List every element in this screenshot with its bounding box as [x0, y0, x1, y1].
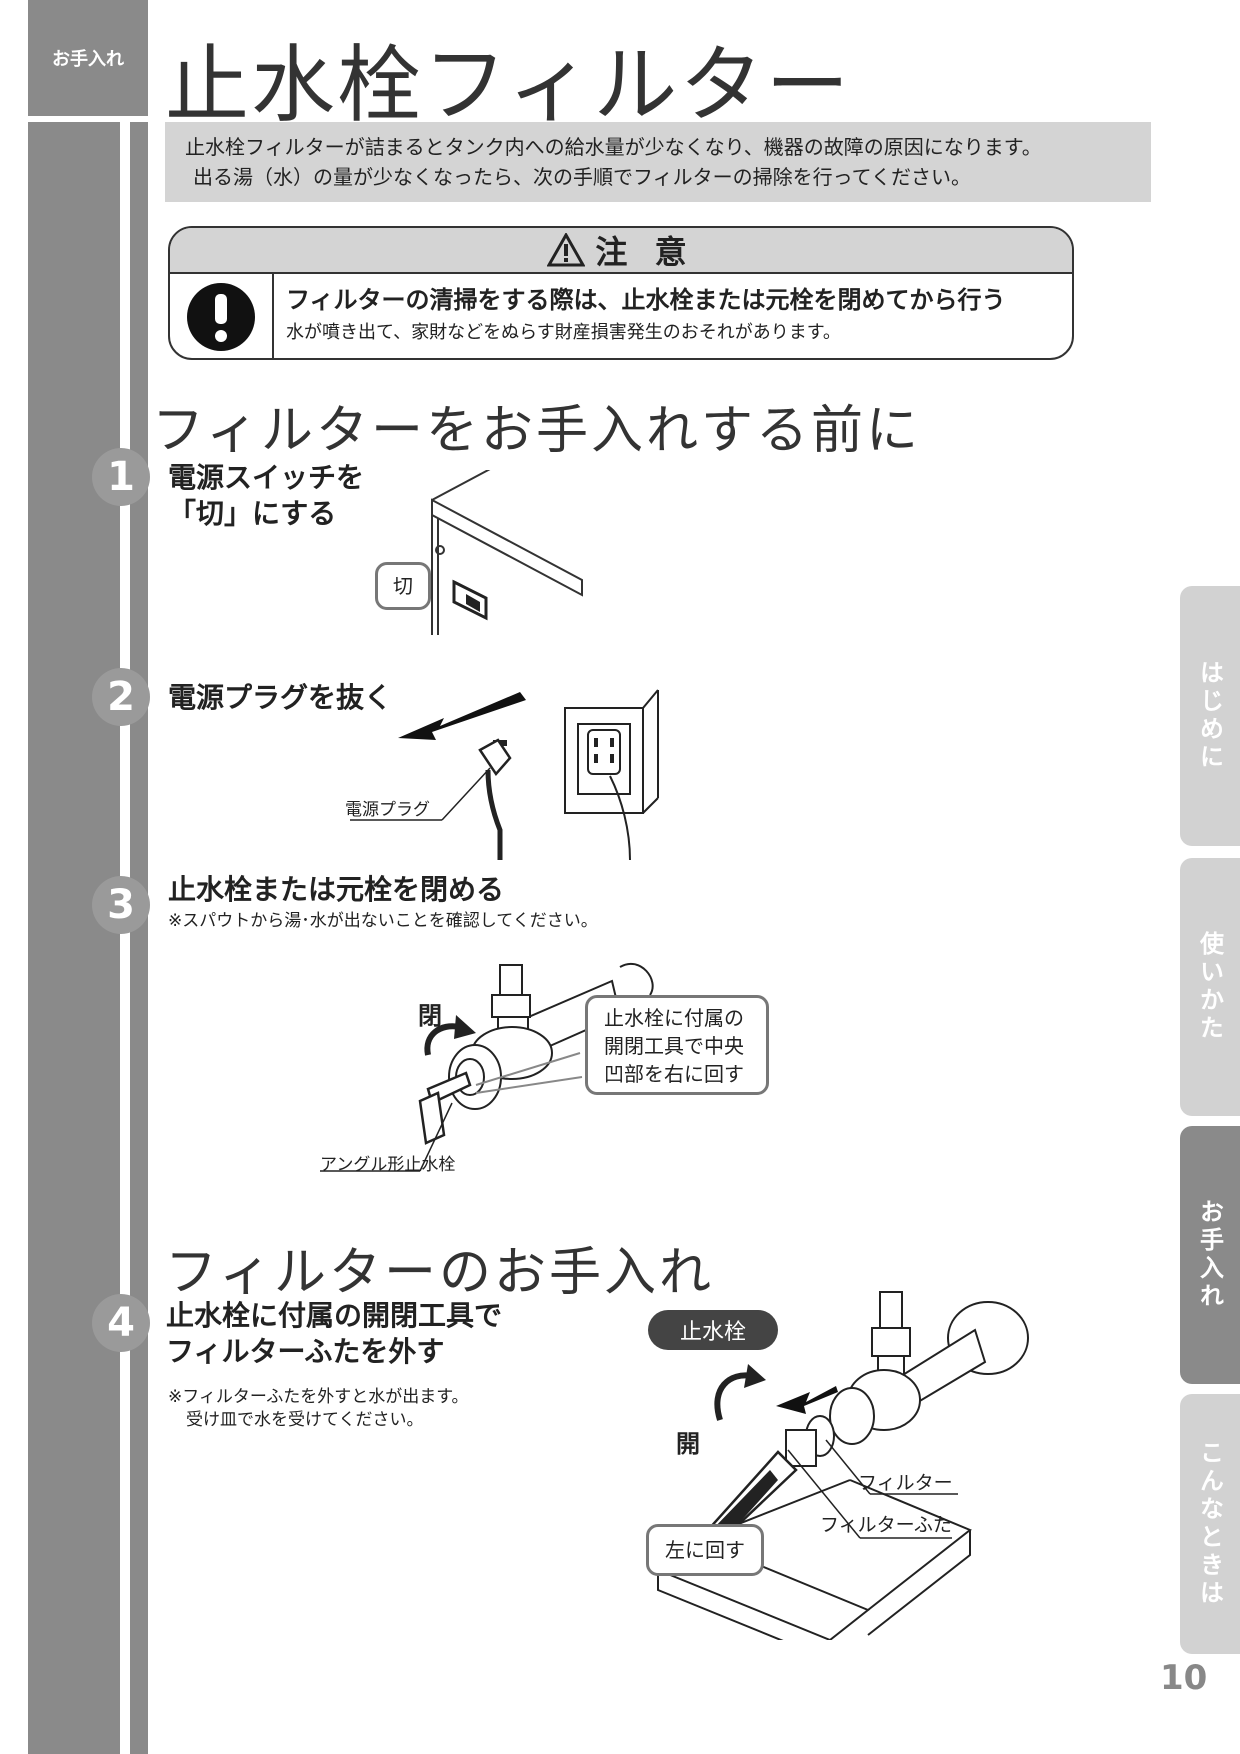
page-title: 止水栓フィルター: [165, 36, 852, 134]
tab-maintenance-label: お手入れ: [1195, 1199, 1224, 1311]
tab-introduction[interactable]: はじめに: [1180, 586, 1240, 846]
open-label: 開: [676, 1430, 700, 1458]
section-title-before: フィルターをお手入れする前に: [152, 401, 921, 461]
caution-heading: 注 意: [595, 233, 695, 271]
step-4-text: 止水栓に付属の開閉工具で フィルターふたを外す: [166, 1298, 502, 1370]
valve-callout-line-2: 開閉工具で中央: [604, 1034, 744, 1058]
step-3-text: 止水栓または元栓を閉める: [168, 873, 505, 906]
filter-cap-label: フィルターふた: [820, 1514, 952, 1536]
intro-box: 止水栓フィルターが詰まるとタンク内への給水量が少なくなり、機器の故障の原因になり…: [165, 122, 1151, 202]
exclamation-icon: [187, 283, 255, 351]
valve-callout-line-3: 凹部を右に回す: [604, 1062, 744, 1086]
intro-line-2: 出る湯（水）の量が少なくなったら、次の手順でフィルターの掃除を行ってください。: [193, 165, 971, 189]
turn-left-callout: 左に回す: [646, 1524, 764, 1576]
step-3-number: 3: [92, 876, 150, 934]
valve-badge: 止水栓: [648, 1310, 778, 1350]
tab-maintenance[interactable]: お手入れ: [1180, 1126, 1240, 1384]
caution-header: 注 意: [170, 228, 1072, 274]
step-1-number: 1: [92, 448, 150, 506]
tab-introduction-label: はじめに: [1195, 660, 1224, 772]
step-4-number: 4: [92, 1294, 150, 1352]
section-label: お手入れ: [28, 0, 148, 116]
section-title-care: フィルターのお手入れ: [165, 1243, 714, 1303]
tab-usage-label: 使いかた: [1195, 931, 1224, 1043]
tab-usage[interactable]: 使いかた: [1180, 858, 1240, 1116]
power-plug-label: 電源プラグ: [345, 800, 430, 820]
step-4-line-2: フィルターふたを外す: [166, 1335, 445, 1368]
caution-box: 注 意 フィルターの清掃をする際は、止水栓または元栓を閉めてから行う 水が噴き出…: [168, 226, 1074, 360]
caution-icon-cell: [170, 274, 274, 358]
angle-valve-label: アングル形止水栓: [320, 1155, 456, 1175]
page-number: 10: [1160, 1658, 1208, 1698]
power-switch-illustration: [431, 470, 583, 635]
power-plug-illustration: [350, 689, 659, 860]
warning-triangle-icon: [547, 233, 586, 267]
intro-line-1: 止水栓フィルターが詰まるとタンク内への給水量が少なくなり、機器の故障の原因になり…: [185, 135, 1042, 159]
caution-main-text: フィルターの清掃をする際は、止水栓または元栓を閉めてから行う: [286, 286, 1006, 314]
valve-callout-line-1: 止水栓に付属の: [604, 1006, 744, 1030]
step-1-line-2: 「切」にする: [168, 497, 337, 530]
tab-troubleshooting[interactable]: こんなときは: [1180, 1394, 1240, 1654]
step-4-line-1: 止水栓に付属の開閉工具で: [166, 1299, 503, 1332]
step-4-note: ※フィルターふたを外すと水が出ます。 受け皿で水を受けてください。: [168, 1386, 469, 1432]
switch-off-callout: 切: [375, 562, 431, 610]
tab-troubleshooting-label: こんなときは: [1195, 1440, 1224, 1608]
step-2-number: 2: [92, 668, 150, 726]
valve-tool-callout: 止水栓に付属の 開閉工具で中央 凹部を右に回す: [585, 995, 769, 1095]
close-label: 閉: [418, 1002, 442, 1030]
step-3-note: ※スパウトから湯･水が出ないことを確認してください。: [168, 911, 598, 931]
step-1-text: 電源スイッチを 「切」にする: [168, 460, 364, 532]
left-sidebar-stripe: [130, 122, 148, 1754]
step-4-note-line-2: 受け皿で水を受けてください。: [186, 1410, 424, 1430]
step-4-note-line-1: ※フィルターふたを外すと水が出ます。: [168, 1387, 469, 1407]
filter-label: フィルター: [858, 1472, 953, 1494]
caution-sub-text: 水が噴き出て、家財などをぬらす財産損害発生のおそれがあります。: [286, 322, 841, 343]
filter-removal-illustration: [655, 1291, 1029, 1640]
step-2-text: 電源プラグを抜く: [168, 681, 393, 714]
step-1-line-1: 電源スイッチを: [168, 461, 365, 494]
